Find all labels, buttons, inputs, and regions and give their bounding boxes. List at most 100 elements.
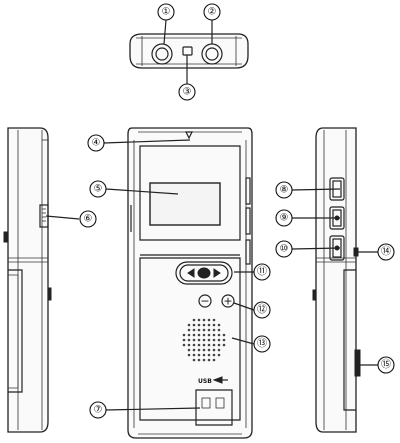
speaker-hole — [192, 333, 196, 337]
speaker-hole — [207, 343, 211, 347]
speaker-hole — [202, 358, 206, 362]
speaker-hole — [207, 353, 211, 357]
speaker-hole — [222, 333, 226, 337]
speaker-hole — [187, 353, 191, 357]
speaker-hole — [212, 333, 216, 337]
speaker-hole — [192, 338, 196, 342]
speaker-hole — [197, 338, 201, 342]
usb-label: USB — [198, 378, 212, 385]
lcd-display — [149, 182, 221, 226]
speaker-hole — [212, 323, 216, 327]
svg-text:⑪: ⑪ — [257, 266, 267, 278]
callout-10: ⑩ — [275, 240, 293, 258]
speaker-hole — [212, 318, 216, 322]
svg-text:⑥: ⑥ — [84, 214, 93, 225]
callout-1: ① — [157, 3, 175, 21]
callout-7: ⑦ — [89, 401, 107, 419]
side-switch-left — [47, 287, 52, 301]
speaker-hole — [202, 333, 206, 337]
callout-9: ⑨ — [275, 209, 293, 227]
minus-symbol: − — [200, 295, 209, 308]
speaker-grille — [182, 318, 226, 362]
speaker-hole — [207, 328, 211, 332]
speaker-hole — [187, 328, 191, 332]
leader-lines — [45, 19, 378, 411]
play-stop-button — [197, 267, 211, 279]
callout-11: ⑪ — [253, 263, 271, 281]
speaker-hole — [197, 333, 201, 337]
speaker-hole — [187, 323, 191, 327]
speaker-hole — [182, 338, 186, 342]
callout-5: ⑤ — [89, 180, 107, 198]
callout-2: ② — [203, 3, 221, 21]
right-side-view — [312, 127, 361, 433]
speaker-hole — [207, 338, 211, 342]
svg-text:⑮: ⑮ — [381, 359, 391, 371]
speaker-hole — [207, 318, 211, 322]
callout-8: ⑧ — [275, 181, 293, 199]
svg-text:①: ① — [162, 7, 171, 18]
svg-text:⑩: ⑩ — [280, 244, 289, 255]
svg-text:③: ③ — [183, 87, 192, 98]
speaker-hole — [212, 353, 216, 357]
callout-14: ⑭ — [377, 243, 395, 261]
usb-cap — [195, 389, 233, 426]
speaker-hole — [202, 338, 206, 342]
speaker-hole — [192, 358, 196, 362]
svg-text:④: ④ — [92, 138, 101, 149]
speaker-hole — [197, 323, 201, 327]
speaker-hole — [202, 348, 206, 352]
speaker-hole — [207, 323, 211, 327]
callout-12: ⑫ — [253, 301, 271, 319]
speaker-hole — [212, 358, 216, 362]
callout-13: ⑬ — [253, 335, 271, 353]
top-view-outline — [129, 33, 249, 69]
speaker-hole — [187, 348, 191, 352]
speaker-hole — [217, 343, 221, 347]
speaker-hole — [192, 318, 196, 322]
speaker-hole — [217, 333, 221, 337]
speaker-hole — [202, 318, 206, 322]
speaker-hole — [187, 338, 191, 342]
speaker-hole — [192, 323, 196, 327]
speaker-hole — [217, 338, 221, 342]
speaker-hole — [192, 348, 196, 352]
callout-4: ④ — [87, 134, 105, 152]
speaker-hole — [202, 343, 206, 347]
speaker-hole — [217, 348, 221, 352]
front-view: − + USB — [127, 127, 253, 439]
speaker-hole — [197, 348, 201, 352]
speaker-hole — [207, 358, 211, 362]
speaker-hole — [202, 353, 206, 357]
volume-up-button — [221, 294, 235, 308]
speaker-hole — [187, 343, 191, 347]
speaker-hole — [202, 323, 206, 327]
speaker-hole — [222, 343, 226, 347]
speaker-hole — [202, 328, 206, 332]
svg-text:⑧: ⑧ — [280, 185, 289, 196]
speaker-hole — [207, 333, 211, 337]
speaker-hole — [197, 343, 201, 347]
speaker-hole — [192, 343, 196, 347]
callout-6: ⑥ — [79, 210, 97, 228]
plus-symbol: + — [223, 295, 232, 308]
callout-15: ⑮ — [377, 356, 395, 374]
left-side-view — [3, 127, 52, 433]
callout-3: ③ — [178, 83, 196, 101]
top-view — [129, 33, 249, 69]
earphone-jack — [151, 43, 173, 65]
speaker-hole — [197, 328, 201, 332]
speaker-hole — [197, 318, 201, 322]
svg-text:⑬: ⑬ — [257, 338, 267, 350]
power-switch — [353, 247, 359, 257]
navigation-button — [175, 261, 233, 285]
svg-text:⑦: ⑦ — [94, 405, 103, 416]
svg-text:②: ② — [208, 7, 217, 18]
speaker-hole — [212, 338, 216, 342]
svg-text:⑫: ⑫ — [257, 304, 267, 316]
speaker-hole — [192, 328, 196, 332]
speaker-hole — [187, 333, 191, 337]
speaker-hole — [222, 338, 226, 342]
speaker-hole — [217, 353, 221, 357]
